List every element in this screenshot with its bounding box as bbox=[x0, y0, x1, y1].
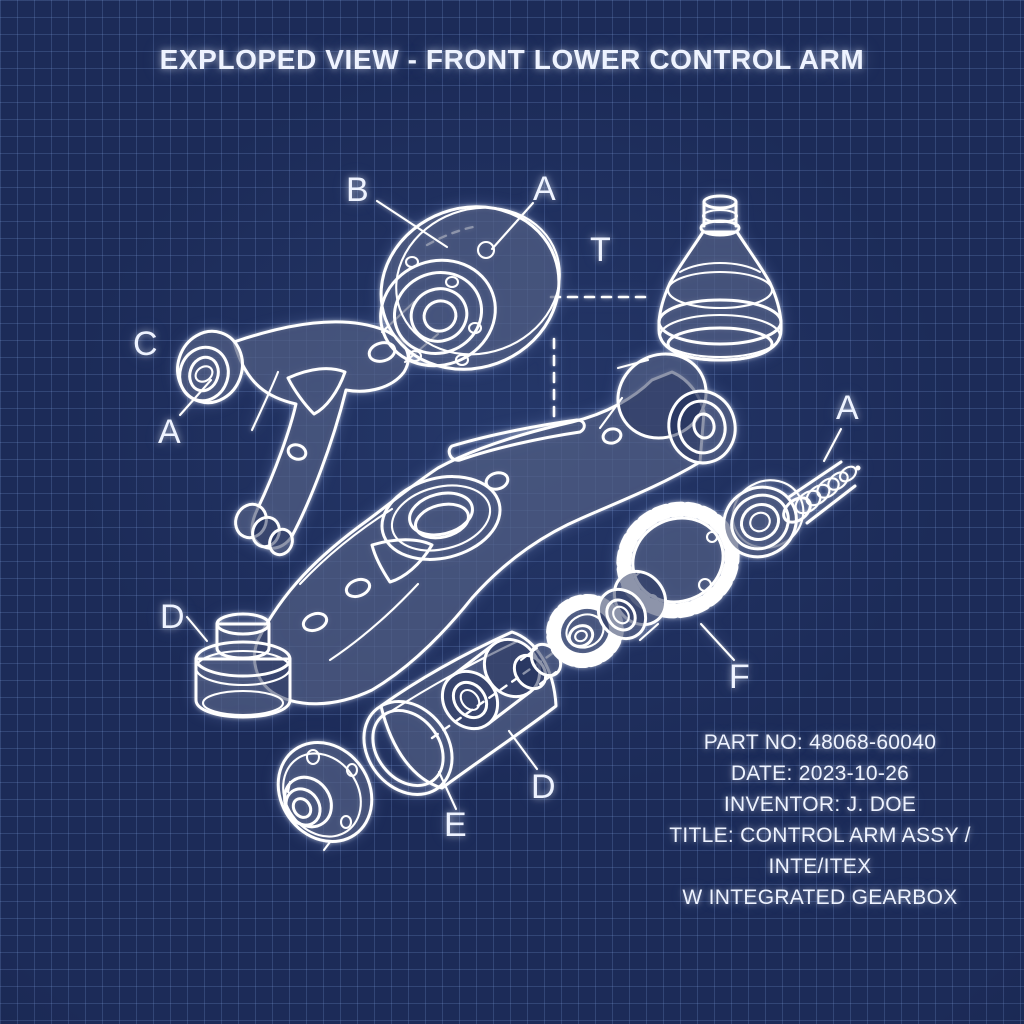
main-control-arm-drawing bbox=[253, 352, 737, 706]
callout-t: T bbox=[590, 231, 611, 269]
title-block: PART NO: 48068-60040 DATE: 2023-10-26 IN… bbox=[640, 727, 1000, 913]
small-gear-drawing bbox=[546, 593, 624, 669]
callout-c: C bbox=[133, 325, 158, 363]
drum-bushing-drawing bbox=[379, 205, 561, 371]
callout-a-left: A bbox=[158, 413, 181, 451]
callout-d-left: D bbox=[160, 598, 185, 636]
leader-lines bbox=[178, 199, 843, 811]
callout-b: B bbox=[346, 171, 369, 209]
bolt-drawing bbox=[782, 460, 861, 525]
pivot-bushing-drawing bbox=[194, 612, 292, 719]
title-line-2: INTE/ITEX bbox=[768, 855, 872, 878]
page-title: EXPLOPED VIEW - FRONT LOWER CONTROL ARM bbox=[159, 44, 865, 75]
date-line: DATE: 2023-10-26 bbox=[730, 762, 910, 785]
inventor-line: INVENTOR: J. DOE bbox=[723, 793, 917, 816]
callout-d-bottom: D bbox=[531, 768, 556, 806]
part-number-line: PART NO: 48068-60040 bbox=[703, 731, 937, 754]
callout-f: F bbox=[729, 658, 750, 696]
flanged-hub-drawing bbox=[276, 740, 374, 852]
washer-bearing-drawing bbox=[722, 479, 805, 559]
callout-e: E bbox=[444, 806, 467, 844]
callout-a-right: A bbox=[836, 389, 859, 427]
ball-joint-drawing bbox=[657, 194, 783, 362]
title-line-1: TITLE: CONTROL ARM ASSY / bbox=[669, 824, 971, 847]
callout-a-top: A bbox=[533, 170, 556, 208]
spacer-discs-drawing bbox=[512, 642, 563, 691]
title-line-3: W INTEGRATED GEARBOX bbox=[682, 886, 958, 909]
